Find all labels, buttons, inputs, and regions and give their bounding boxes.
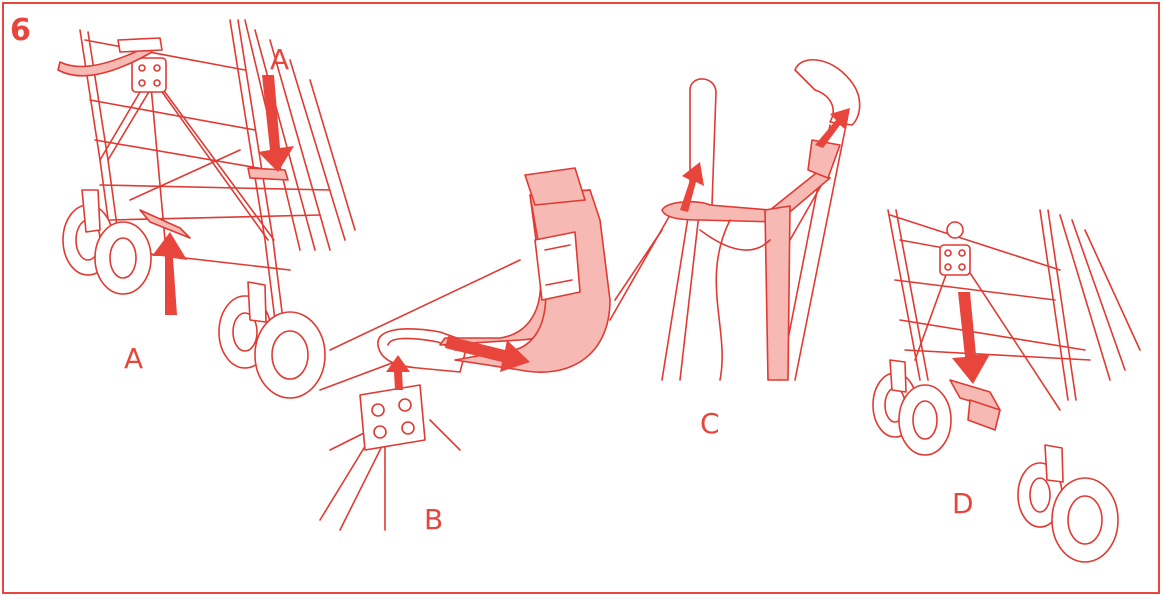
- panel-c-handle: [609, 58, 861, 381]
- label-b: B: [424, 503, 444, 536]
- label-c: C: [700, 407, 720, 440]
- label-a-bottom: A: [124, 342, 144, 375]
- panel-d-stroller: [872, 209, 1141, 563]
- panel-a-stroller: [57, 19, 356, 399]
- panel-b-strap: [319, 167, 611, 531]
- label-d: D: [952, 487, 974, 520]
- step-number: 6: [10, 13, 31, 48]
- label-a-top: A: [270, 43, 290, 76]
